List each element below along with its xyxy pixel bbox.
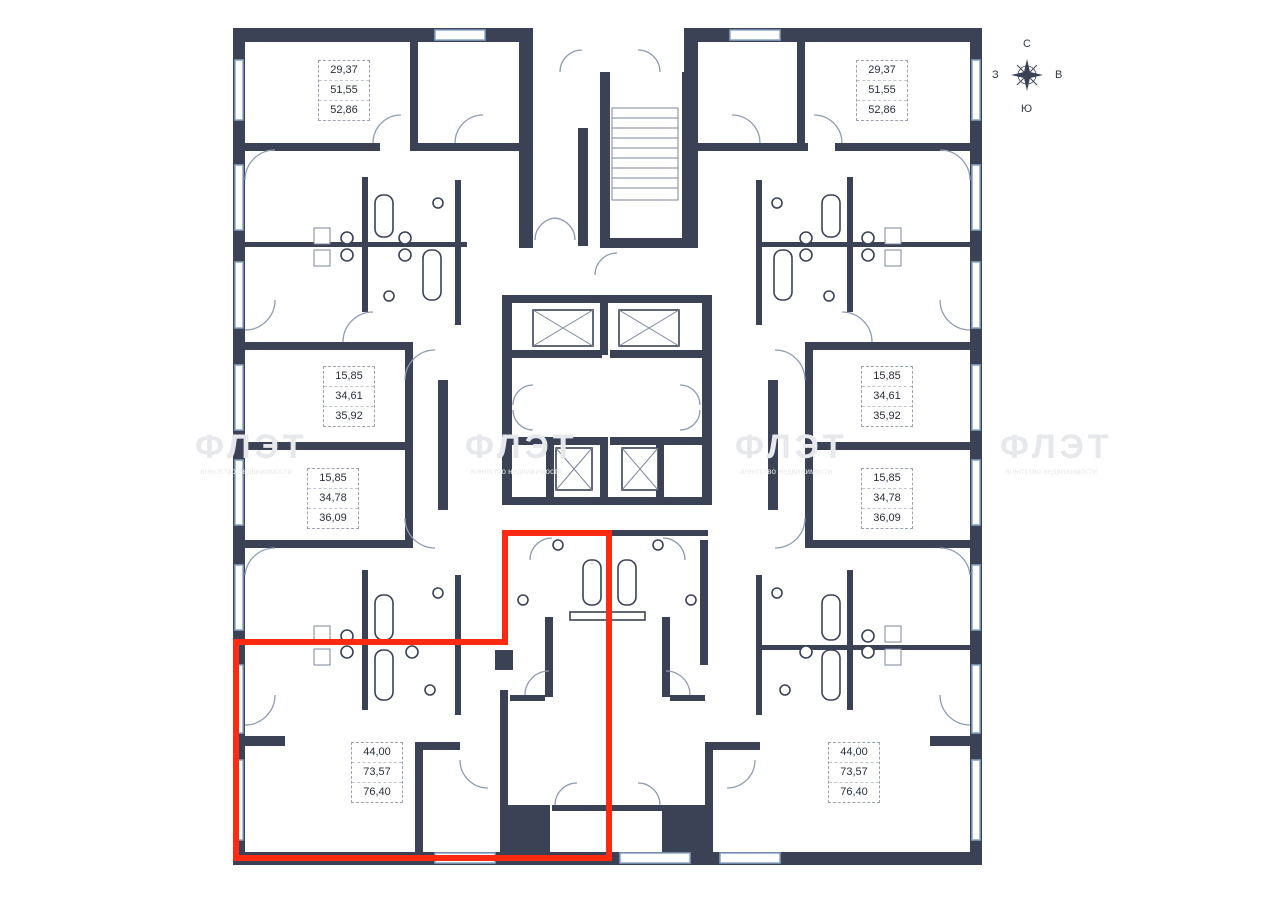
living-area: 44,00 (352, 743, 402, 763)
watermark-brand: ФЛЭТ (1000, 428, 1113, 466)
elevators (532, 309, 680, 491)
reduced-area: 76,40 (840, 786, 868, 798)
total-area: 51,55 (319, 81, 369, 101)
apartment-area-label[interactable]: 44,00 73,57 76,40 (351, 742, 403, 803)
total-area: 34,78 (308, 489, 358, 509)
watermark-brand: ФЛЭТ (735, 428, 848, 466)
total-area: 34,61 (324, 387, 374, 407)
living-area: 29,37 (319, 61, 369, 81)
apartment-area-label[interactable]: 29,37 51,55 52,86 (318, 60, 370, 121)
compass-north-label: С (1023, 38, 1031, 50)
reduced-area: 35,92 (335, 410, 363, 422)
total-area: 34,61 (862, 387, 912, 407)
apartment-area-label[interactable]: 15,85 34,78 36,09 (861, 468, 913, 529)
living-area: 15,85 (324, 367, 374, 387)
compass-west-label: З (992, 69, 999, 81)
windows (234, 29, 981, 864)
watermark-brand: ФЛЭТ (465, 428, 578, 466)
living-area: 29,37 (857, 61, 907, 81)
apartment-area-label[interactable]: 15,85 34,61 35,92 (861, 366, 913, 427)
compass-east-label: В (1055, 69, 1063, 81)
apartment-area-label[interactable]: 44,00 73,57 76,40 (828, 742, 880, 803)
reduced-area: 35,92 (873, 410, 901, 422)
apartment-area-label[interactable]: 15,85 34,78 36,09 (307, 468, 359, 529)
reduced-area: 76,40 (363, 786, 391, 798)
watermark-brand: ФЛЭТ (195, 428, 308, 466)
total-area: 73,57 (829, 763, 879, 783)
total-area: 34,78 (862, 489, 912, 509)
apartment-area-label[interactable]: 15,85 34,61 35,92 (323, 366, 375, 427)
total-area: 51,55 (857, 81, 907, 101)
total-area: 73,57 (352, 763, 402, 783)
watermark-tagline: агентство недвижимости (470, 467, 563, 476)
central-core (502, 72, 712, 852)
watermark-tagline: агентство недвижимости (1005, 467, 1098, 476)
watermark-tagline: агентство недвижимости (200, 467, 293, 476)
compass-south-label: Ю (1021, 103, 1033, 115)
apartment-area-label[interactable]: 29,37 51,55 52,86 (856, 60, 908, 121)
highlighted-apartment-outline (233, 530, 612, 861)
living-area: 44,00 (829, 743, 879, 763)
living-area: 15,85 (308, 469, 358, 489)
reduced-area: 36,09 (873, 512, 901, 524)
reduced-area: 52,86 (330, 104, 358, 116)
reduced-area: 36,09 (319, 512, 347, 524)
interior-walls-right (698, 42, 970, 852)
watermark-tagline: агентство недвижимости (740, 467, 833, 476)
compass-icon (1011, 59, 1043, 91)
door-swings (244, 49, 971, 806)
living-area: 15,85 (862, 367, 912, 387)
staircase (611, 107, 679, 201)
cooktop-icons (313, 227, 902, 666)
living-area: 15,85 (862, 469, 912, 489)
reduced-area: 52,86 (868, 104, 896, 116)
